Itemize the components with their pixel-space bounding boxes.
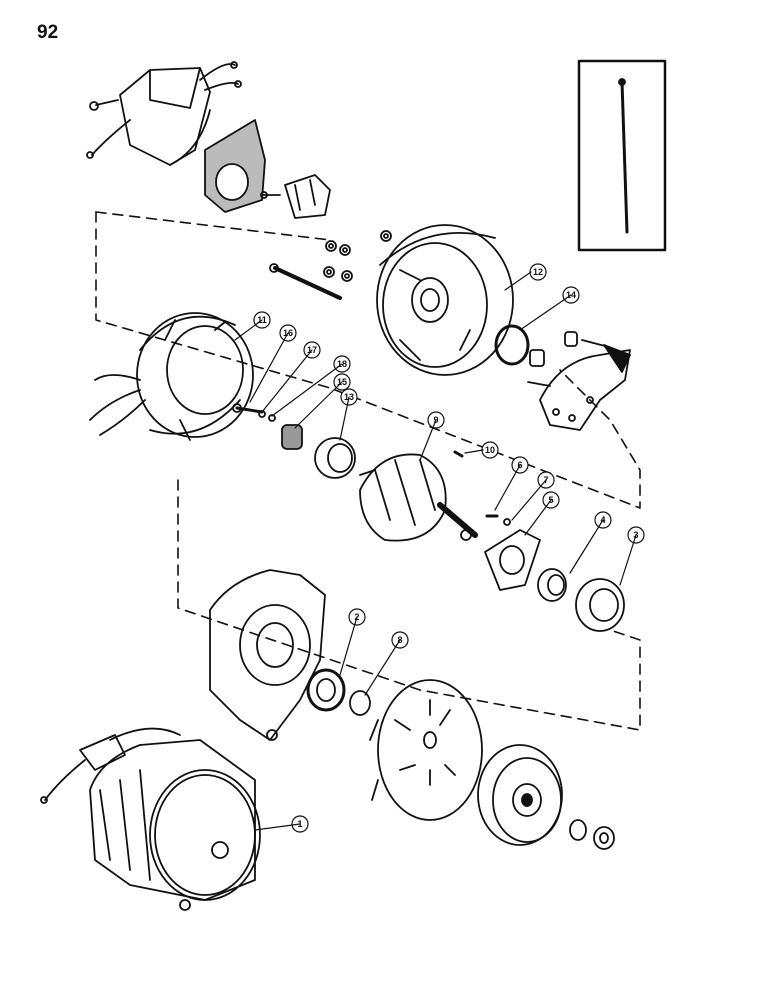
through-bolt — [269, 263, 342, 300]
callout-12: 12 — [529, 263, 547, 281]
gasket — [204, 119, 266, 213]
fan — [369, 679, 483, 821]
spacer-8 — [349, 690, 371, 716]
slip-ring-end-housing — [376, 224, 514, 376]
brush-holder — [260, 174, 331, 219]
washer-nut — [569, 819, 615, 850]
rectifier-plate — [527, 331, 631, 431]
drive-end-housing — [209, 569, 326, 741]
alternator-assembly — [40, 727, 261, 911]
leader-lines — [234, 271, 637, 831]
bearing-3 — [575, 578, 625, 632]
regulator-assembly — [86, 61, 242, 166]
key-screw-washer — [453, 450, 511, 526]
pulley — [477, 744, 563, 846]
inset-box — [577, 59, 667, 252]
lower-group-outline — [177, 479, 641, 731]
bolt-washers — [232, 403, 303, 450]
stator — [89, 312, 254, 441]
callout-label: 12 — [533, 267, 543, 277]
rotor — [359, 453, 478, 542]
o-ring — [494, 324, 530, 366]
bearing-13 — [314, 437, 356, 479]
upper-group-outline — [95, 211, 641, 509]
callout-label: 10 — [485, 445, 495, 455]
retainer-plate — [484, 529, 541, 591]
callout-10: 10 — [481, 441, 499, 459]
spacer — [537, 568, 567, 602]
upper-group-outline-top — [95, 211, 331, 241]
page-number: 92 — [37, 22, 59, 43]
hardware-nuts — [323, 230, 392, 282]
seal-2 — [306, 668, 346, 712]
